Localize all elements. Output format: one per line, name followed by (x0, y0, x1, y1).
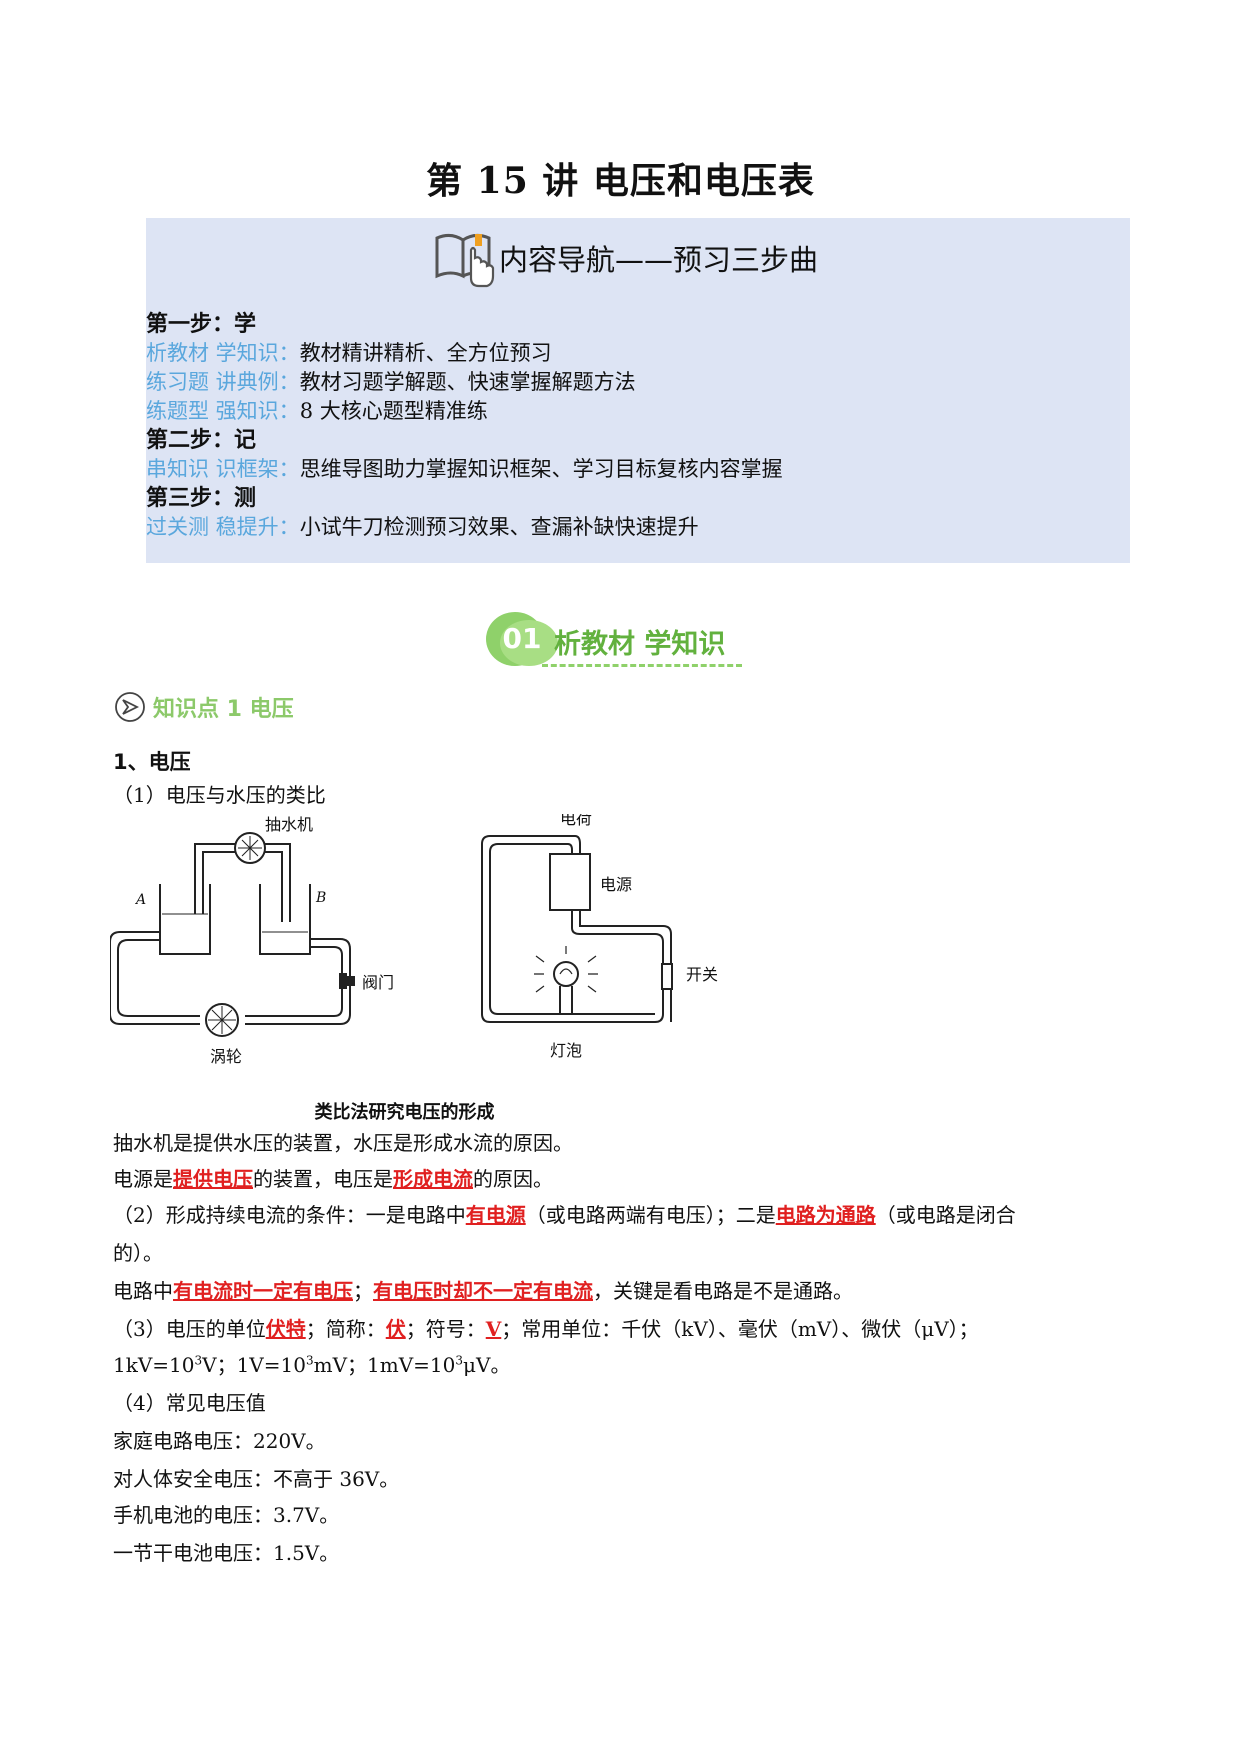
label-b: B (315, 890, 326, 906)
nav-line: 串知识 识框架：思维导图助力掌握知识框架、学习目标复核内容掌握 (146, 455, 783, 484)
nav-line-text: 8 大核心题型精准练 (299, 399, 488, 423)
paragraph: 的）。 (113, 1241, 163, 1265)
text: 1kV=10 (113, 1353, 195, 1377)
nav-line-label: 练题型 强知识： (146, 399, 300, 423)
text: 电源是 (113, 1167, 173, 1191)
arrow-circle-icon (115, 692, 145, 722)
nav-line-label: 析教材 学知识： (146, 341, 300, 365)
figure-caption: 类比法研究电压的形成 (0, 1098, 1241, 1124)
key-term: 有电流时一定有电压 (173, 1279, 353, 1303)
text: V；1V=10 (202, 1353, 306, 1377)
caption-text: 类比法研究电压的形成 (314, 1102, 495, 1123)
step-2: 第二步：记 (146, 427, 257, 453)
water-circuit-diagram (110, 832, 355, 1037)
nav-line-label: 串知识 识框架： (146, 457, 300, 481)
paragraph: （1）电压与水压的类比 (113, 783, 326, 807)
nav-line: 练题型 强知识：8 大核心题型精准练 (146, 397, 783, 426)
label-charge: 电荷 (560, 814, 592, 828)
label-pump: 抽水机 (265, 815, 313, 834)
badge-shape (500, 620, 558, 666)
paragraph: 家庭电路电压：220V。 (113, 1429, 326, 1453)
label-bulb: 灯泡 (550, 1041, 582, 1060)
superscript: 3 (194, 1353, 203, 1368)
paragraph: （3）电压的单位伏特；简称：伏；符号：V；常用单位：千伏（kV）、毫伏（mV）、… (113, 1314, 979, 1344)
superscript: 3 (305, 1353, 314, 1368)
nav-line-label: 过关测 稳提升： (146, 515, 300, 539)
nav-line: 析教材 学知识：教材精讲精析、全方位预习 (146, 339, 783, 368)
text: 的原因。 (473, 1167, 553, 1191)
step-1: 第一步：学 (146, 311, 257, 337)
label-turbine: 涡轮 (210, 1047, 242, 1066)
label-source: 电源 (600, 875, 632, 894)
text: （或电路两端有电压）；二是 (525, 1203, 776, 1227)
text: ；符号： (405, 1317, 486, 1341)
key-term: V (485, 1317, 502, 1341)
section-number: 01 (502, 622, 542, 655)
paragraph: 电源是提供电压的装置，电压是形成电流的原因。 (113, 1164, 553, 1194)
nav-line: 练习题 讲典例：教材习题学解题、快速掌握解题方法 (146, 368, 783, 397)
section-underline (542, 664, 742, 667)
nav-line: 过关测 稳提升：小试牛刀检测预习效果、查漏补缺快速提升 (146, 513, 783, 542)
text: ；常用单位：千伏（kV）、毫伏（mV）、微伏（μV）； (501, 1317, 979, 1341)
paragraph: 电路中有电流时一定有电压；有电压时却不一定有电流，关键是看电路是不是通路。 (113, 1276, 853, 1306)
key-term: 形成电流 (393, 1167, 473, 1191)
text: 电路中 (113, 1279, 173, 1303)
label-valve: 阀门 (362, 973, 394, 992)
text: mV；1mV=10 (313, 1353, 456, 1377)
nav-line-label: 练习题 讲典例： (146, 370, 300, 394)
paragraph: 1kV=103V；1V=103mV；1mV=103μV。 (113, 1350, 510, 1380)
page-title: 第 15 讲 电压和电压表 (426, 160, 815, 202)
nav-lines: 第一步：学 析教材 学知识：教材精讲精析、全方位预习 练习题 讲典例：教材习题学… (146, 310, 783, 542)
paragraph: 一节干电池电压：1.5V。 (113, 1541, 340, 1565)
key-term: 伏特 (265, 1317, 306, 1341)
section-badge: 01 析教材 学知识 (486, 612, 766, 672)
key-term: 伏 (385, 1317, 406, 1341)
text: 的装置，电压是 (253, 1167, 393, 1191)
section-heading: 1、电压 (113, 750, 191, 774)
key-term: 提供电压 (173, 1167, 253, 1191)
knowledge-point-title: 知识点 1 电压 (153, 697, 294, 722)
paragraph: （4）常见电压值 (113, 1391, 266, 1415)
paragraph: 抽水机是提供水压的装置，水压是形成水流的原因。 (113, 1131, 573, 1155)
text: μV。 (463, 1353, 511, 1377)
text: ； (353, 1279, 373, 1303)
text: ，关键是看电路是不是通路。 (593, 1279, 853, 1303)
superscript: 3 (455, 1353, 463, 1368)
label-a: A (134, 892, 146, 908)
paragraph: 对人体安全电压：不高于 36V。 (113, 1467, 400, 1491)
key-term: 有电压时却不一定有电流 (373, 1279, 593, 1303)
analogy-figure: 抽水机 A B 阀门 涡轮 电荷 电源 开关 灯泡 (110, 814, 718, 1066)
text: ；简称： (305, 1317, 386, 1341)
nav-line-text: 思维导图助力掌握知识框架、学习目标复核内容掌握 (299, 457, 783, 481)
book-hand-icon (435, 233, 495, 288)
step-3: 第三步：测 (146, 485, 257, 511)
nav-line-text: 教材习题学解题、快速掌握解题方法 (299, 370, 636, 394)
nav-line-text: 小试牛刀检测预习效果、查漏补缺快速提升 (299, 515, 699, 539)
electric-circuit-diagram (481, 835, 673, 1023)
text: （2）形成持续电流的条件：一是电路中 (113, 1203, 466, 1227)
content-navigation-box: 内容导航——预习三步曲 第一步：学 析教材 学知识：教材精讲精析、全方位预习 练… (146, 218, 1130, 563)
nav-title: 内容导航——预习三步曲 (499, 243, 819, 277)
paragraph: 手机电池的电压：3.7V。 (113, 1503, 340, 1527)
text: （或电路是闭合 (875, 1203, 1016, 1227)
key-term: 有电源 (465, 1203, 526, 1227)
nav-line-text: 教材精讲精析、全方位预习 (299, 341, 552, 365)
text: （3）电压的单位 (113, 1317, 266, 1341)
nav-heading: 内容导航——预习三步曲 (431, 218, 818, 298)
paragraph: （2）形成持续电流的条件：一是电路中有电源（或电路两端有电压）；二是电路为通路（… (113, 1200, 1016, 1230)
knowledge-point-heading: 知识点 1 电压 (113, 690, 294, 724)
section-label: 析教材 学知识 (554, 629, 726, 660)
key-term: 电路为通路 (775, 1203, 876, 1227)
label-switch: 开关 (686, 965, 718, 984)
